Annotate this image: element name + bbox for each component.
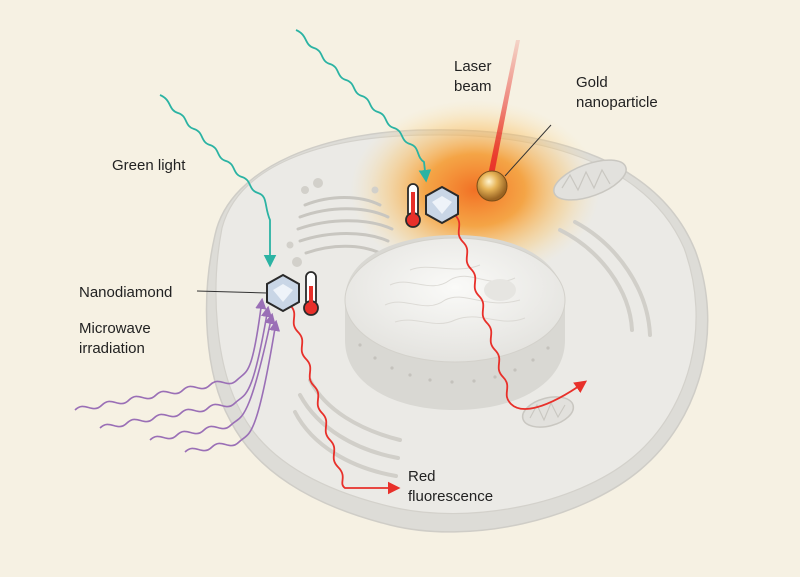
nanodiamond-left	[266, 273, 300, 313]
green-light-wave-2	[295, 29, 432, 183]
nanodiamond-top	[425, 185, 459, 225]
green-light-wave-1	[159, 94, 277, 268]
gold-leader	[504, 124, 552, 177]
nucleolus	[484, 279, 516, 301]
nanodiamond-leader	[196, 290, 268, 294]
nanodiamond-label: Nanodiamond	[79, 284, 172, 301]
red-label-line2: fluorescence	[408, 488, 493, 505]
thermometer-icon-top	[405, 183, 421, 228]
gold-nanoparticle	[476, 170, 508, 202]
microwave-label-line1: Microwave	[79, 320, 151, 337]
mitochondrion-top	[553, 159, 627, 201]
microwave-waves	[74, 297, 281, 453]
laser-beam	[488, 40, 520, 175]
green-light-label: Green light	[112, 157, 186, 174]
mitochondrion-bottom	[521, 396, 575, 428]
nuclear-pores	[358, 343, 550, 384]
laser-label-line2: beam	[454, 78, 492, 95]
gold-label-line1: Gold	[576, 74, 608, 91]
nucleus	[344, 235, 566, 410]
red-fluorescence-wave-1	[289, 304, 401, 495]
red-fluorescence-wave-2	[454, 214, 588, 410]
gold-label-line2: nanoparticle	[576, 94, 658, 111]
red-label-line1: Red	[408, 468, 436, 485]
golgi-apparatus	[296, 196, 394, 255]
laser-label-line1: Laser	[454, 58, 492, 75]
microwave-label-line2: irradiation	[79, 340, 145, 357]
thermometer-icon-left	[303, 271, 319, 316]
